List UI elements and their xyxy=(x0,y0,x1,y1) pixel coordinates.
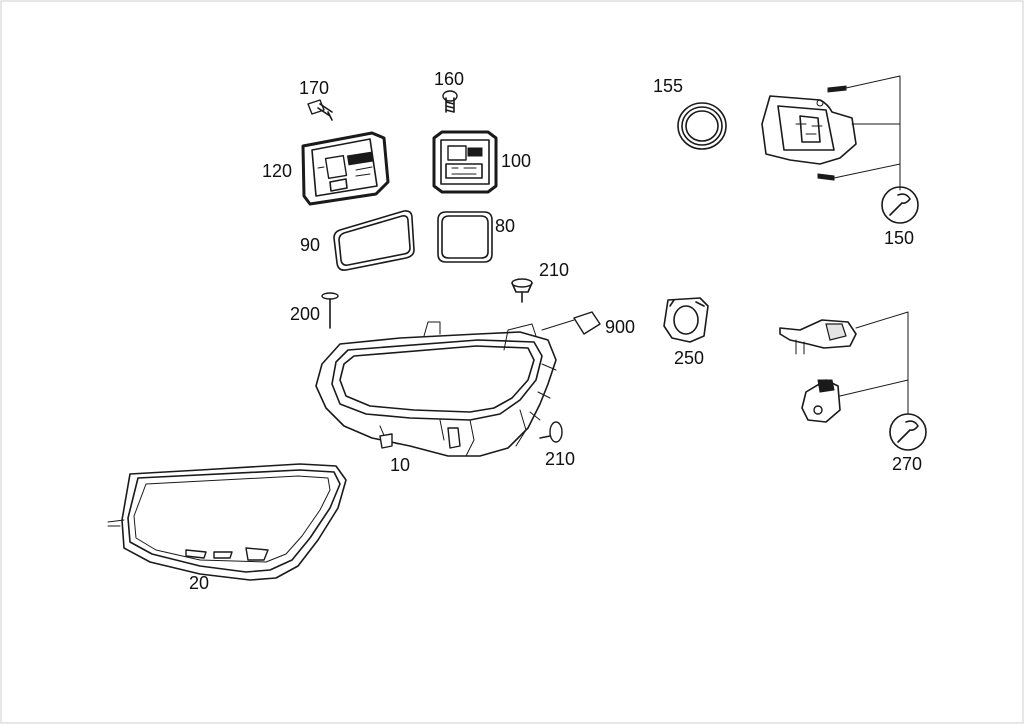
part-label-120: 120 xyxy=(262,161,292,181)
headlamp-housing-10-drawing xyxy=(315,321,557,457)
part-label-160: 160 xyxy=(434,69,464,89)
screw-170-drawing xyxy=(307,99,333,121)
pin-200-drawing xyxy=(321,292,339,329)
control-unit-100-drawing xyxy=(432,130,498,194)
screw-210-lower-drawing xyxy=(539,421,563,443)
led-module-150-drawing xyxy=(761,75,919,224)
screw-210-upper-drawing xyxy=(511,278,533,303)
part-label-150: 150 xyxy=(884,228,914,248)
bracket-270-drawing xyxy=(779,311,927,451)
gasket-90-drawing xyxy=(333,210,415,271)
part-label-10: 10 xyxy=(390,455,410,475)
part-label-90: 90 xyxy=(300,235,320,255)
part-label-170: 170 xyxy=(299,78,329,98)
part-label-20: 20 xyxy=(189,573,209,593)
part-label-250: 250 xyxy=(674,348,704,368)
part-label-200: 200 xyxy=(290,304,320,324)
part-900-drawing xyxy=(541,311,601,335)
part-label-100: 100 xyxy=(501,151,531,171)
gasket-80-drawing xyxy=(437,211,493,263)
part-label-270: 270 xyxy=(892,454,922,474)
ring-155-drawing xyxy=(677,102,727,150)
lens-cover-20-drawing xyxy=(107,463,347,581)
part-label-210-lower: 210 xyxy=(545,449,575,469)
part-label-900: 900 xyxy=(605,317,635,337)
screw-160-drawing xyxy=(442,90,458,113)
control-unit-120-drawing xyxy=(301,131,390,206)
part-label-155: 155 xyxy=(653,76,683,96)
holder-250-drawing xyxy=(663,297,709,343)
part-label-80: 80 xyxy=(495,216,515,236)
part-label-210-upper: 210 xyxy=(539,260,569,280)
